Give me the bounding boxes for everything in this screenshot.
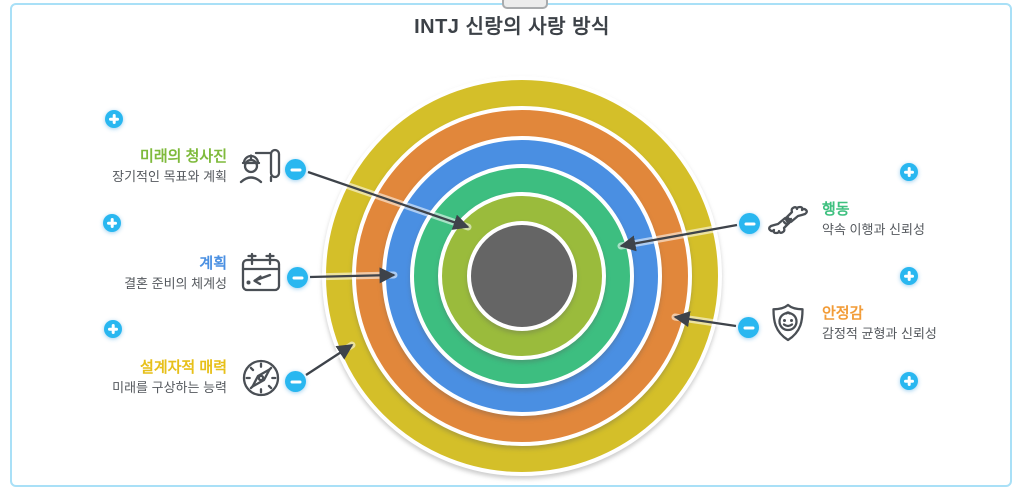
label-architect-charm: 설계자적 매력 미래를 구상하는 능력 [85,354,285,402]
remove-button-future-blueprint[interactable] [285,159,306,180]
add-button-left-1[interactable] [105,110,123,128]
engineer-blueprint-icon [237,143,285,191]
arrow-future-blueprint [307,170,470,230]
remove-button-action[interactable] [739,213,760,234]
page-title: INTJ 신랑의 사랑 방식 [414,16,610,38]
item-title: 행동 [822,200,850,218]
add-button-left-3[interactable] [104,320,122,338]
add-button-right-3[interactable] [900,372,918,390]
item-title: 안정감 [822,304,864,322]
ring-core [467,221,577,331]
item-subtitle: 미래를 구상하는 능력 [112,380,227,396]
item-title: 설계자적 매력 [140,358,227,376]
compass-icon [237,354,285,402]
label-plan: 계획 결혼 준비의 체계성 [85,250,285,298]
add-button-right-1[interactable] [900,163,918,181]
label-future-blueprint: 미래의 청사진 장기적인 목표와 계획 [85,143,285,191]
calendar-arrow-icon [237,250,285,298]
item-subtitle: 결혼 준비의 체계성 [124,276,227,292]
add-button-right-2[interactable] [900,267,918,285]
connector-arrows [302,168,741,379]
label-stability: 안정감 감정적 균형과 신뢰성 [764,300,937,348]
item-subtitle: 약속 이행과 신뢰성 [822,222,925,238]
cropped-tooltip-fragment [502,0,548,9]
remove-button-plan[interactable] [287,267,308,288]
remove-button-architect-charm[interactable] [285,371,306,392]
item-subtitle: 장기적인 목표와 계획 [112,169,227,185]
arrow-stability [673,311,737,328]
add-button-left-2[interactable] [103,214,121,232]
arrow-plan [309,267,396,284]
label-action: 행동 약속 이행과 신뢰성 [764,196,925,244]
remove-button-stability[interactable] [738,317,759,338]
arrow-architect-charm [305,344,354,376]
shield-face-icon [764,300,812,348]
item-title: 계획 [199,254,227,272]
item-subtitle: 감정적 균형과 신뢰성 [822,326,937,342]
onion-rings [322,76,722,476]
arrow-action [619,223,738,252]
handshake-icon [764,196,812,244]
item-title: 미래의 청사진 [140,147,227,165]
